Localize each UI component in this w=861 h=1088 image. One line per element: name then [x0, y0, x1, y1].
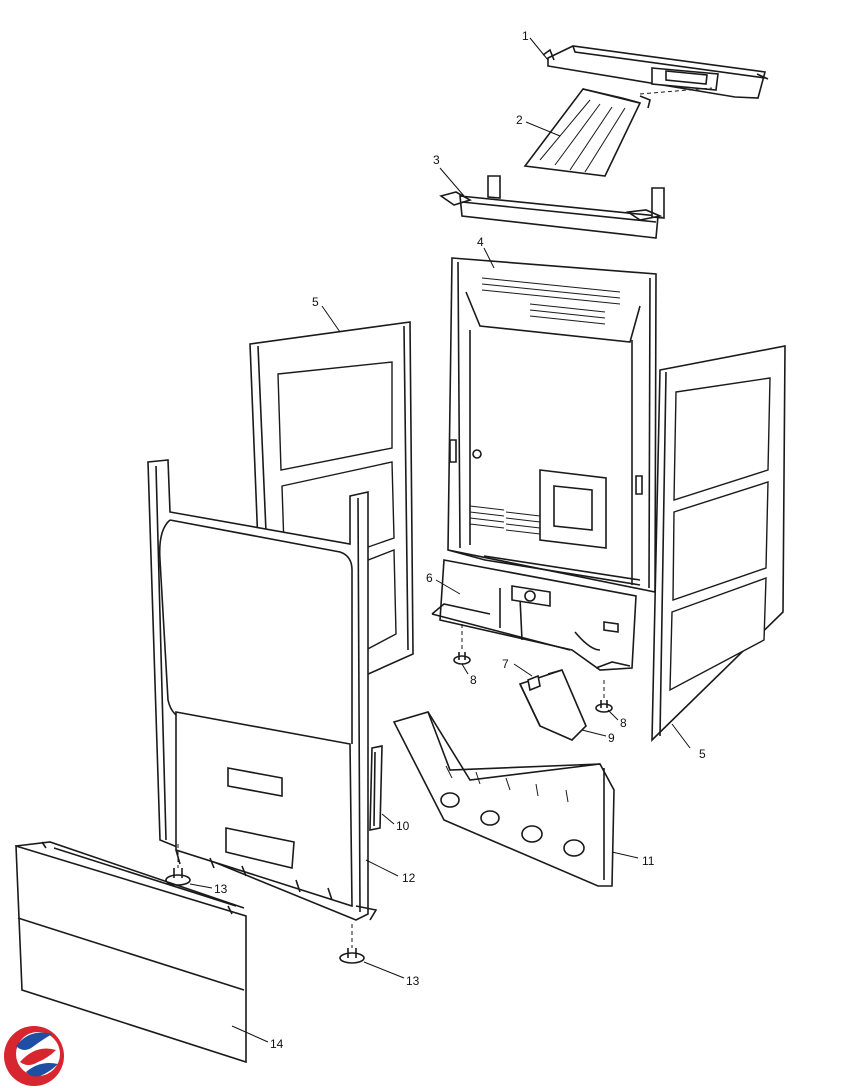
callout-13-left: 13 [214, 882, 228, 896]
callout-12: 12 [402, 871, 416, 885]
callout-8-right: 8 [620, 716, 627, 730]
callout-2: 2 [516, 113, 523, 127]
part-13-foot-right [339, 924, 365, 964]
part-12-front-frame [147, 459, 378, 921]
callout-7: 7 [502, 657, 509, 671]
part-6-base-bracket [431, 559, 637, 671]
callout-9: 9 [608, 731, 615, 745]
callout-10: 10 [396, 819, 410, 833]
part-8-foot-left [453, 624, 471, 665]
part-3-bracket [439, 175, 665, 239]
part-11-bottom-shield [392, 711, 615, 887]
callout-8-left: 8 [470, 673, 477, 687]
part-5-right-side-panel [651, 345, 786, 742]
part-14-kick-panel [15, 841, 247, 1064]
callout-4: 4 [477, 235, 484, 249]
callout-5-right: 5 [699, 747, 706, 761]
part-8-foot-right [595, 680, 613, 713]
part-4-back-panel [447, 257, 657, 593]
part-2-duct [523, 88, 651, 177]
callout-1: 1 [522, 29, 529, 43]
callout-3: 3 [433, 153, 440, 167]
part-9-box [518, 669, 587, 741]
callout-14: 14 [270, 1037, 284, 1051]
callout-11: 11 [642, 854, 655, 868]
callout-13-right: 13 [406, 974, 420, 988]
callout-labels: 1 2 3 4 5 5 6 7 8 8 9 10 11 12 13 13 14 [214, 29, 706, 1051]
callout-5-left: 5 [312, 295, 319, 309]
callout-6: 6 [426, 571, 433, 585]
part-1-dashed-line [639, 87, 713, 95]
brand-logo [4, 1026, 64, 1086]
part-1-top-rail [542, 45, 769, 99]
part-10-clip [369, 745, 383, 831]
leader-lines [189, 37, 691, 1043]
